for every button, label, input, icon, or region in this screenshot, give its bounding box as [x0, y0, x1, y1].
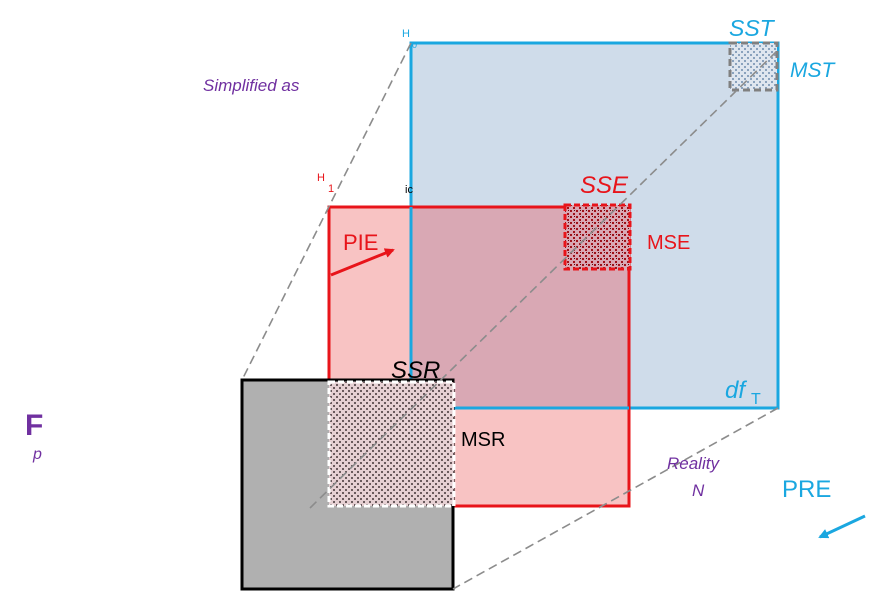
- mst-square: [728, 41, 779, 92]
- msr-square-border: [327, 380, 456, 508]
- effect-square-border: [327, 205, 631, 508]
- h0-label: H: [402, 28, 410, 40]
- msr-label: MSR: [461, 429, 505, 451]
- reality-label: Reality: [667, 454, 720, 473]
- pre-arrow: [818, 514, 866, 539]
- simplified-label: Simplified as: [203, 76, 300, 95]
- f-label: F: [25, 409, 43, 442]
- f-subscript: p: [32, 446, 42, 463]
- mse-label: MSE: [647, 232, 690, 254]
- pie-arrow: [330, 248, 395, 277]
- ssr-label: SSR: [391, 357, 440, 384]
- mst-label: MST: [790, 59, 837, 82]
- mse-square: [563, 203, 632, 271]
- df-subscript: T: [751, 391, 761, 408]
- projection-lines: [241, 42, 779, 590]
- df-label: df: [725, 377, 747, 404]
- ic-label: ic: [405, 184, 413, 196]
- n-label: N: [692, 481, 705, 500]
- h1-subscript: 1: [328, 183, 334, 195]
- sst-label: SST: [729, 15, 776, 41]
- msr-square: [329, 382, 454, 506]
- h0-subscript: 0: [412, 40, 417, 50]
- sse-label: SSE: [580, 172, 629, 199]
- pre-label: PRE: [782, 476, 831, 503]
- h1-label: H: [317, 172, 325, 184]
- pie-label: PIE: [343, 230, 378, 255]
